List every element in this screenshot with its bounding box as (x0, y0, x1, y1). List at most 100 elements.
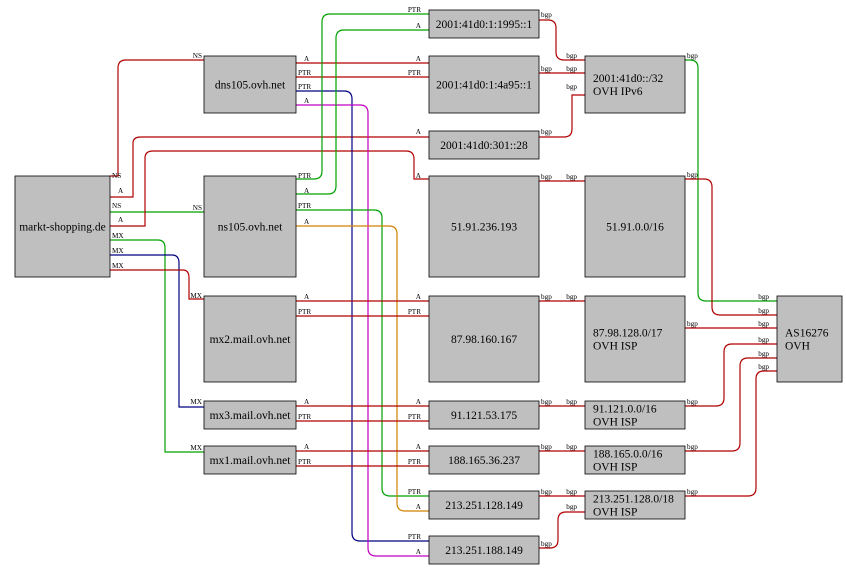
port-label-a: A (416, 503, 422, 511)
node-label: mx2.mail.ovh.net (210, 334, 292, 346)
node-ip-213-128[interactable]: 213.251.128.149 (428, 490, 540, 520)
port-label-mx: MX (190, 444, 202, 452)
node-mx2[interactable]: mx2.mail.ovh.net (203, 295, 297, 383)
port-label-a: A (416, 443, 422, 451)
port-label-ptr: PTR (408, 533, 421, 541)
node-mx3[interactable]: mx3.mail.ovh.net (203, 400, 297, 430)
node-ns105[interactable]: ns105.ovh.net (203, 175, 297, 278)
port-label-a: A (304, 398, 310, 406)
node-box (428, 535, 540, 565)
port-label-bgp: bgp (566, 83, 577, 91)
node-mx1[interactable]: mx1.mail.ovh.net (203, 445, 297, 475)
port-label-ptr: PTR (408, 6, 421, 14)
port-label-bgp: bgp (758, 363, 769, 371)
port-label-bgp: bgp (566, 52, 577, 60)
node-ip-87[interactable]: 87.98.160.167 (428, 295, 540, 383)
edge-net51-as-bgp (685, 178, 777, 316)
edge-ns105-ip6-1995-ptr (296, 13, 429, 180)
node-box (14, 175, 111, 278)
edge-net6-as-bgp (685, 59, 777, 302)
node-box (428, 490, 540, 520)
port-label-a: A (416, 398, 422, 406)
node-box (428, 445, 540, 475)
node-ip-51[interactable]: 51.91.236.193 (428, 175, 540, 278)
port-label-bgp: bgp (566, 65, 577, 73)
port-label-mx: MX (190, 398, 202, 406)
edges-layer (110, 13, 777, 557)
port-label-ns: NS (112, 172, 121, 180)
edge-domain-ip6-301-a (110, 136, 429, 198)
port-label-bgp: bgp (758, 336, 769, 344)
node-label: OVH (785, 341, 810, 353)
port-label-bgp: bgp (541, 293, 552, 301)
node-box (584, 55, 686, 114)
port-label-a: A (416, 128, 422, 136)
port-label-bgp: bgp (541, 398, 552, 406)
node-box (203, 445, 297, 475)
port-label-bgp: bgp (541, 540, 552, 548)
node-domain[interactable]: markt-shopping.de (14, 175, 111, 278)
port-label-bgp: bgp (541, 11, 552, 19)
node-box (428, 400, 540, 430)
node-box (428, 55, 540, 114)
port-label-ptr: PTR (298, 172, 311, 180)
node-ip6-4a95[interactable]: 2001:41d0:1:4a95::1 (428, 55, 540, 114)
node-label: 91.121.0.0/16 (593, 404, 657, 416)
node-label: 2001:41d0::/32 (593, 73, 664, 85)
port-label-bgp: bgp (566, 173, 577, 181)
edge-ip213-188-net213-bgp (539, 511, 585, 549)
node-dns105[interactable]: dns105.ovh.net (203, 55, 297, 114)
port-label-mx: MX (112, 247, 124, 255)
node-ip-91[interactable]: 91.121.53.175 (428, 400, 540, 430)
port-label-mx: MX (112, 232, 124, 240)
node-box (203, 295, 297, 383)
node-ip6-1995[interactable]: 2001:41d0:1:1995::1 (428, 9, 540, 39)
port-label-ptr: PTR (408, 458, 421, 466)
edge-domain-dns105-ns (110, 59, 204, 177)
node-box (428, 130, 540, 160)
port-label-ptr: PTR (408, 488, 421, 496)
nodes-layer: markt-shopping.de dns105.ovh.net ns105.ovh… (14, 9, 843, 565)
node-box (203, 400, 297, 430)
port-label-a: A (416, 293, 422, 301)
node-label: 87.98.128.0/17 (593, 328, 663, 340)
node-label: 51.91.0.0/16 (606, 222, 664, 234)
port-label-a: A (416, 22, 422, 30)
port-label-a: A (416, 548, 422, 556)
node-label: OVH ISP (593, 462, 637, 474)
port-label-bgp: bgp (541, 128, 552, 136)
port-label-ns: NS (112, 202, 121, 210)
node-box (428, 295, 540, 383)
node-label: 188.165.0.0/16 (593, 449, 663, 461)
node-net51[interactable]: 51.91.0.0/16 (584, 175, 686, 278)
edge-domain-ip51-a (110, 150, 429, 227)
node-box (584, 175, 686, 278)
port-label-a: A (304, 97, 310, 105)
port-label-ptr: PTR (408, 69, 421, 77)
port-label-a: A (416, 55, 422, 63)
node-label: ns105.ovh.net (218, 222, 283, 234)
port-label-ptr: PTR (298, 83, 311, 91)
node-label: 213.251.188.149 (445, 545, 523, 557)
port-label-mx: MX (112, 262, 124, 270)
port-label-ptr: PTR (298, 69, 311, 77)
port-label-bgp: bgp (541, 443, 552, 451)
port-label-a: A (304, 55, 310, 63)
port-label-a: A (118, 216, 124, 224)
node-label: OVH IPv6 (593, 86, 643, 98)
node-ip-188[interactable]: 188.165.36.237 (428, 445, 540, 475)
node-label: 2001:41d0:1:4a95::1 (436, 80, 532, 92)
edge-net188-as-bgp (685, 357, 777, 452)
node-label: OVH ISP (593, 507, 637, 519)
node-ip6-301[interactable]: 2001:41d0:301::28 (428, 130, 540, 160)
port-label-mx: MX (190, 292, 202, 300)
port-label-a: A (416, 172, 422, 180)
node-ip-213-188[interactable]: 213.251.188.149 (428, 535, 540, 565)
port-label-bgp: bgp (566, 293, 577, 301)
